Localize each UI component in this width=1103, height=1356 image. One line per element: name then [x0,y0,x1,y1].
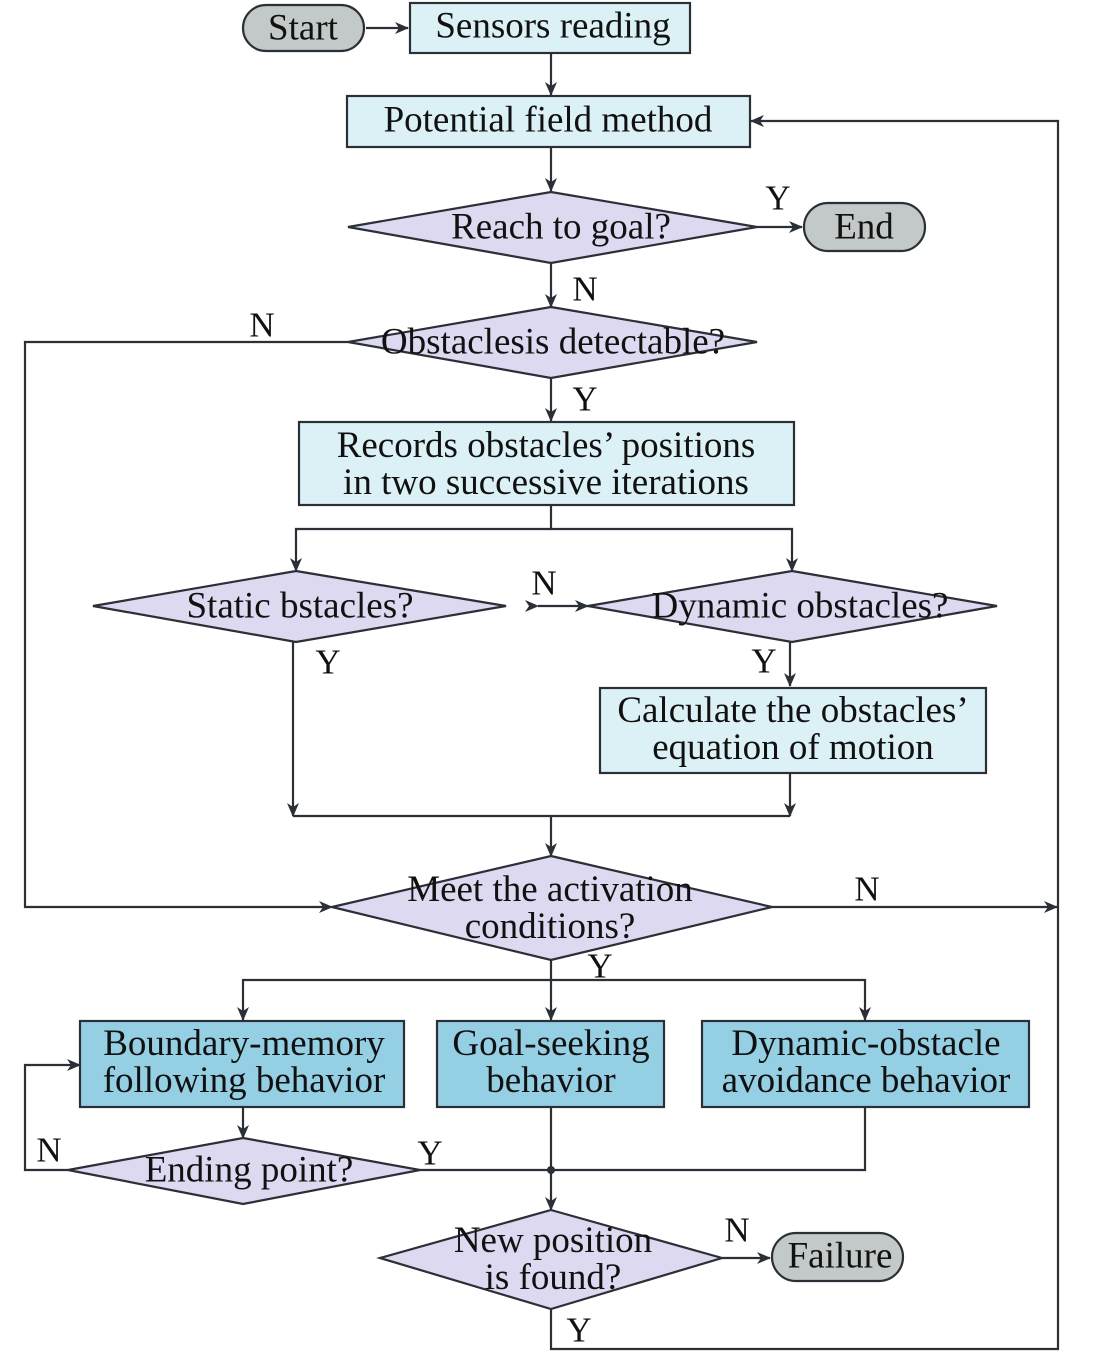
activation-diamond [331,854,773,962]
edge-records-to-dynamic [551,527,798,572]
calculate-motion-box [598,686,988,775]
goal-seeking-box [435,1019,666,1109]
node-text-line: Boundary-memory [103,1023,385,1064]
edges [23,22,1060,1351]
dynamic-obstacles-label: Dynamic obstacles? [652,586,949,627]
node-text-line: Potential field method [384,100,713,141]
edge-label-ending-yes: Y [417,1134,442,1173]
dynamic-avoidance-box [700,1019,1031,1109]
node-text-line: Obstaclesis detectable? [381,322,725,363]
failure-terminal [770,1231,905,1283]
edge-detect-no-to-activation [23,340,348,913]
records-box [297,420,796,507]
edge-label-dynamic-yes: Y [751,642,776,681]
end-label: End [834,207,894,248]
boundary-memory-box [78,1019,406,1109]
node-text-line: Dynamic obstacles? [652,586,949,627]
edge-activation-split-right [551,978,871,1021]
node-text-line: following behavior [103,1060,386,1101]
edge-label-static-dynamic-no: N [531,564,556,603]
dynamic-obstacles-diamond [587,569,998,644]
node-text-line: is found? [485,1257,622,1298]
edge-label-activation-yes: Y [587,947,612,986]
node-text-line: equation of motion [652,727,934,768]
node-text-line: Reach to goal? [451,207,671,248]
node-text-line: Static bstacles? [186,586,413,627]
edge-label-activation-no: N [854,870,879,909]
node-text-line: Dynamic-obstacle [731,1023,1000,1064]
node-text-line: in two successive iterations [343,462,749,503]
calculate-motion-label: Calculate the obstacles’equation of moti… [617,690,968,768]
edge-records-split [290,505,553,572]
edge-feedback-loop [549,115,1060,1351]
edge-label-new-pos-yes: Y [566,1311,591,1350]
edge-label-ending-no: N [36,1131,61,1170]
node-text-line: New position [454,1220,652,1261]
sensors-reading-label: Sensors reading [435,6,670,47]
edge-label-static-yes: Y [315,643,340,682]
nodes: Start Sensors reading Potential field me… [67,1,1031,1311]
reach-goal-diamond [347,190,758,265]
node-text-line: Meet the activation [407,869,693,910]
node-text-line: behavior [486,1060,615,1101]
failure-label: Failure [788,1236,893,1277]
obstacle-detect-diamond [347,305,758,380]
node-text-line: Goal-seeking [452,1023,649,1064]
end-terminal [802,201,927,253]
node-text-line: Failure [788,1236,893,1277]
node-text-line: Records obstacles’ positions [337,425,756,466]
edge-label-reach-goal-yes: Y [765,179,790,218]
node-text-line: avoidance behavior [722,1060,1011,1101]
ending-point-diamond [67,1136,421,1206]
edge-activation-split-left [237,960,553,1021]
static-obstacles-diamond [92,569,507,644]
node-text-line: Start [268,8,339,49]
node-text-line: End [834,207,894,248]
edge-label-new-pos-no: N [724,1211,749,1250]
edge-dyn-avoid-down [551,1107,867,1172]
reach-goal-label: Reach to goal? [451,207,671,248]
new-position-diamond [376,1208,726,1311]
edge-label-reach-goal-no: N [572,270,597,309]
potential-field-box [345,94,752,149]
node-text-line: Ending point? [145,1150,354,1191]
edge-ending-no-loop [23,1059,81,1172]
node-text-line: Calculate the obstacles’ [617,690,968,731]
static-obstacles-label: Static bstacles? [186,586,413,627]
junction-dot [547,1166,555,1174]
edge-label-detect-no: N [249,306,274,345]
start-label: Start [268,8,339,49]
start-terminal [241,3,366,53]
potential-field-label: Potential field method [384,100,713,141]
node-text-line: Sensors reading [435,6,670,47]
edge-labels: Y N N Y N Y Y N Y N Y N Y [36,179,879,1350]
sensors-reading-box [408,1,692,55]
ending-point-label: Ending point? [145,1150,354,1191]
obstacle-detect-label: Obstaclesis detectable? [381,322,725,363]
edge-label-detect-yes: Y [572,380,597,419]
node-text-line: conditions? [465,906,636,947]
